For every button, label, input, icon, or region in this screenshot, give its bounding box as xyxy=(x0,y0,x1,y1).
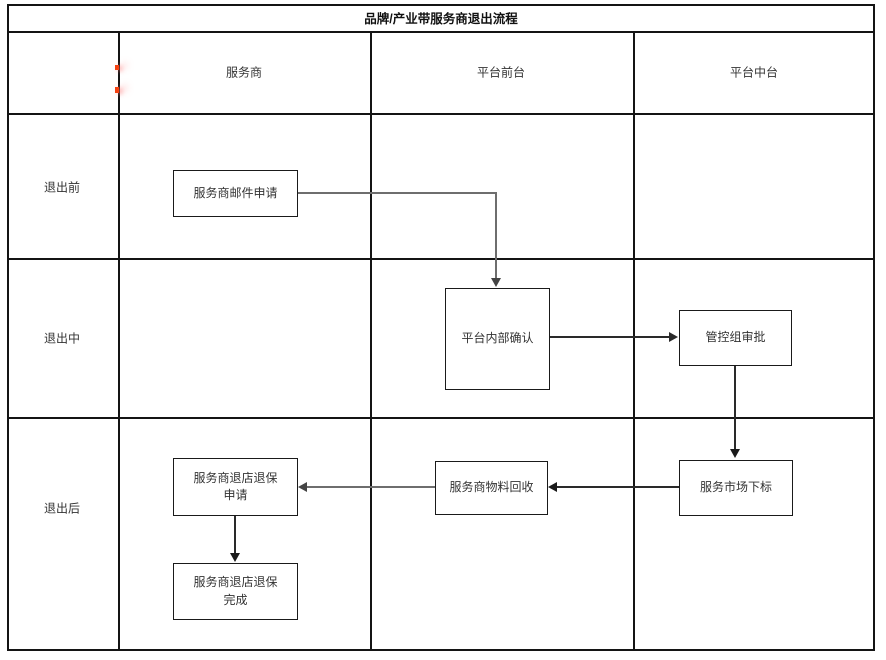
flow-node-provider-material-recycle[interactable]: 服务商物料回收 xyxy=(435,461,548,515)
column-header-platform-middle: 平台中台 xyxy=(729,65,779,80)
row-header-after-exit: 退出后 xyxy=(43,501,81,516)
flow-node-platform-internal-confirm[interactable]: 平台内部确认 xyxy=(445,288,550,390)
connector-email-to-confirm-h xyxy=(298,192,497,194)
arrowhead-left-icon xyxy=(298,482,307,492)
connector-delist-to-recycle xyxy=(556,486,679,488)
red-artifact-mark xyxy=(115,65,119,70)
diagram-title: 品牌/产业带服务商退出流程 xyxy=(364,12,518,26)
arrowhead-right-icon xyxy=(669,332,678,342)
arrowhead-down-icon xyxy=(230,553,240,562)
arrowhead-down-icon xyxy=(491,278,501,287)
flow-node-provider-store-refund-apply[interactable]: 服务商退店退保 申请 xyxy=(173,458,298,516)
arrowhead-left-icon xyxy=(548,482,557,492)
column-header-service-provider: 服务商 xyxy=(225,65,263,80)
connector-email-to-confirm-v xyxy=(495,192,497,280)
grid-line-title-bottom xyxy=(9,31,873,33)
grid-line-col-labels xyxy=(118,31,120,649)
grid-line-col1 xyxy=(370,31,372,649)
grid-line-col2 xyxy=(633,31,635,649)
arrowhead-down-icon xyxy=(730,449,740,458)
column-header-platform-front: 平台前台 xyxy=(476,65,526,80)
red-artifact-mark xyxy=(115,87,119,93)
flow-node-control-group-approval[interactable]: 管控组审批 xyxy=(679,310,792,366)
flow-node-provider-store-refund-done[interactable]: 服务商退店退保 完成 xyxy=(173,563,298,620)
connector-recycle-to-refund-apply xyxy=(306,486,435,488)
flow-node-service-market-delist[interactable]: 服务市场下标 xyxy=(679,460,793,516)
grid-line-row1-bottom xyxy=(9,258,873,260)
row-header-before-exit: 退出前 xyxy=(43,180,81,195)
connector-confirm-to-approval xyxy=(550,336,669,338)
grid-line-row2-bottom xyxy=(9,417,873,419)
flow-node-provider-email-application[interactable]: 服务商邮件申请 xyxy=(173,170,298,217)
connector-approval-to-delist xyxy=(734,366,736,450)
row-header-during-exit: 退出中 xyxy=(43,331,81,346)
grid-line-header-bottom xyxy=(9,113,873,115)
connector-refund-apply-to-done xyxy=(234,516,236,554)
